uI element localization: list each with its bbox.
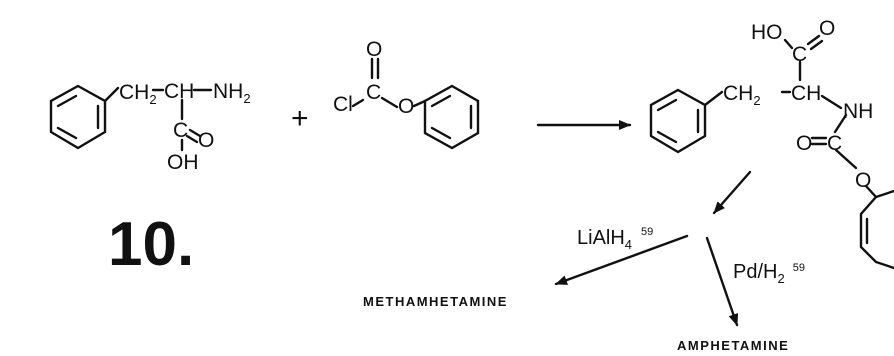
- int-top-carbon-label: C: [792, 43, 807, 66]
- r2-chlorine-label: Cl: [333, 93, 353, 116]
- int-ester-oxygen-label: O: [855, 169, 871, 192]
- cl-c-bond: [351, 98, 365, 108]
- r2-carbon-label: C: [366, 81, 381, 104]
- compound-number: 10.: [108, 210, 194, 279]
- int-nh-c-bond: [833, 113, 848, 134]
- reactant-2-benzene-ring: [423, 84, 480, 150]
- int-ho-label: HO: [751, 21, 783, 44]
- o-ring-bond: [412, 99, 427, 108]
- r1-nh2-label: NH2: [213, 80, 251, 106]
- int-ring-ch2-bond: [703, 90, 724, 107]
- r2-carbonyl-oxygen-label: O: [366, 38, 382, 61]
- int-ch-nh-bond: [820, 94, 843, 110]
- r1-ch2-label: CH2: [119, 81, 157, 107]
- carbonyl-double-bond-b: [185, 134, 199, 144]
- int-ch-label: CH: [791, 82, 821, 105]
- plus-sign: +: [291, 102, 309, 135]
- int-nh-label: NH: [843, 100, 873, 123]
- product-amphetamine: AMPHETAMINE: [677, 338, 789, 353]
- arrow-to-methamphetamine: [554, 234, 689, 286]
- int-top-oxygen-label: O: [819, 17, 835, 40]
- int-c-o-bond: [834, 148, 858, 170]
- reactant-1-benzene-ring: [49, 84, 107, 150]
- int-carbamate-carbon-label: C: [827, 132, 842, 155]
- arrow-to-amphetamine: [705, 236, 739, 327]
- int-co-double-a: [806, 34, 821, 46]
- r1-hydroxyl-label: OH: [167, 151, 199, 174]
- r1-ch-label: CH: [164, 80, 194, 103]
- carbonyl-double-bond-a: [188, 128, 202, 138]
- intermediate-benzene-ring: [649, 88, 707, 154]
- intermediate-phenyl-ring-partial: [859, 189, 894, 270]
- r1-carbon-label: C: [173, 119, 188, 142]
- reagent-lialh4: LiAlH459: [577, 226, 653, 252]
- product-methamphetamine: METHAMHETAMINE: [363, 294, 508, 309]
- int-ho-c-bond: [783, 38, 794, 50]
- int-ch2-label: CH2: [723, 82, 761, 108]
- ring-to-ch2-bond: [103, 86, 120, 103]
- c-o-ester-bond: [380, 96, 399, 109]
- r1-oxygen-label: O: [198, 129, 214, 152]
- cleavage-arrow: [712, 170, 752, 215]
- reagent-pd-h2: Pd/H259: [733, 261, 805, 286]
- int-co-double-b: [809, 39, 824, 51]
- r2-ester-oxygen-label: O: [398, 95, 414, 118]
- int-carbamate-oxygen-label: O: [796, 132, 812, 155]
- int-o-ring-bond: [864, 184, 878, 199]
